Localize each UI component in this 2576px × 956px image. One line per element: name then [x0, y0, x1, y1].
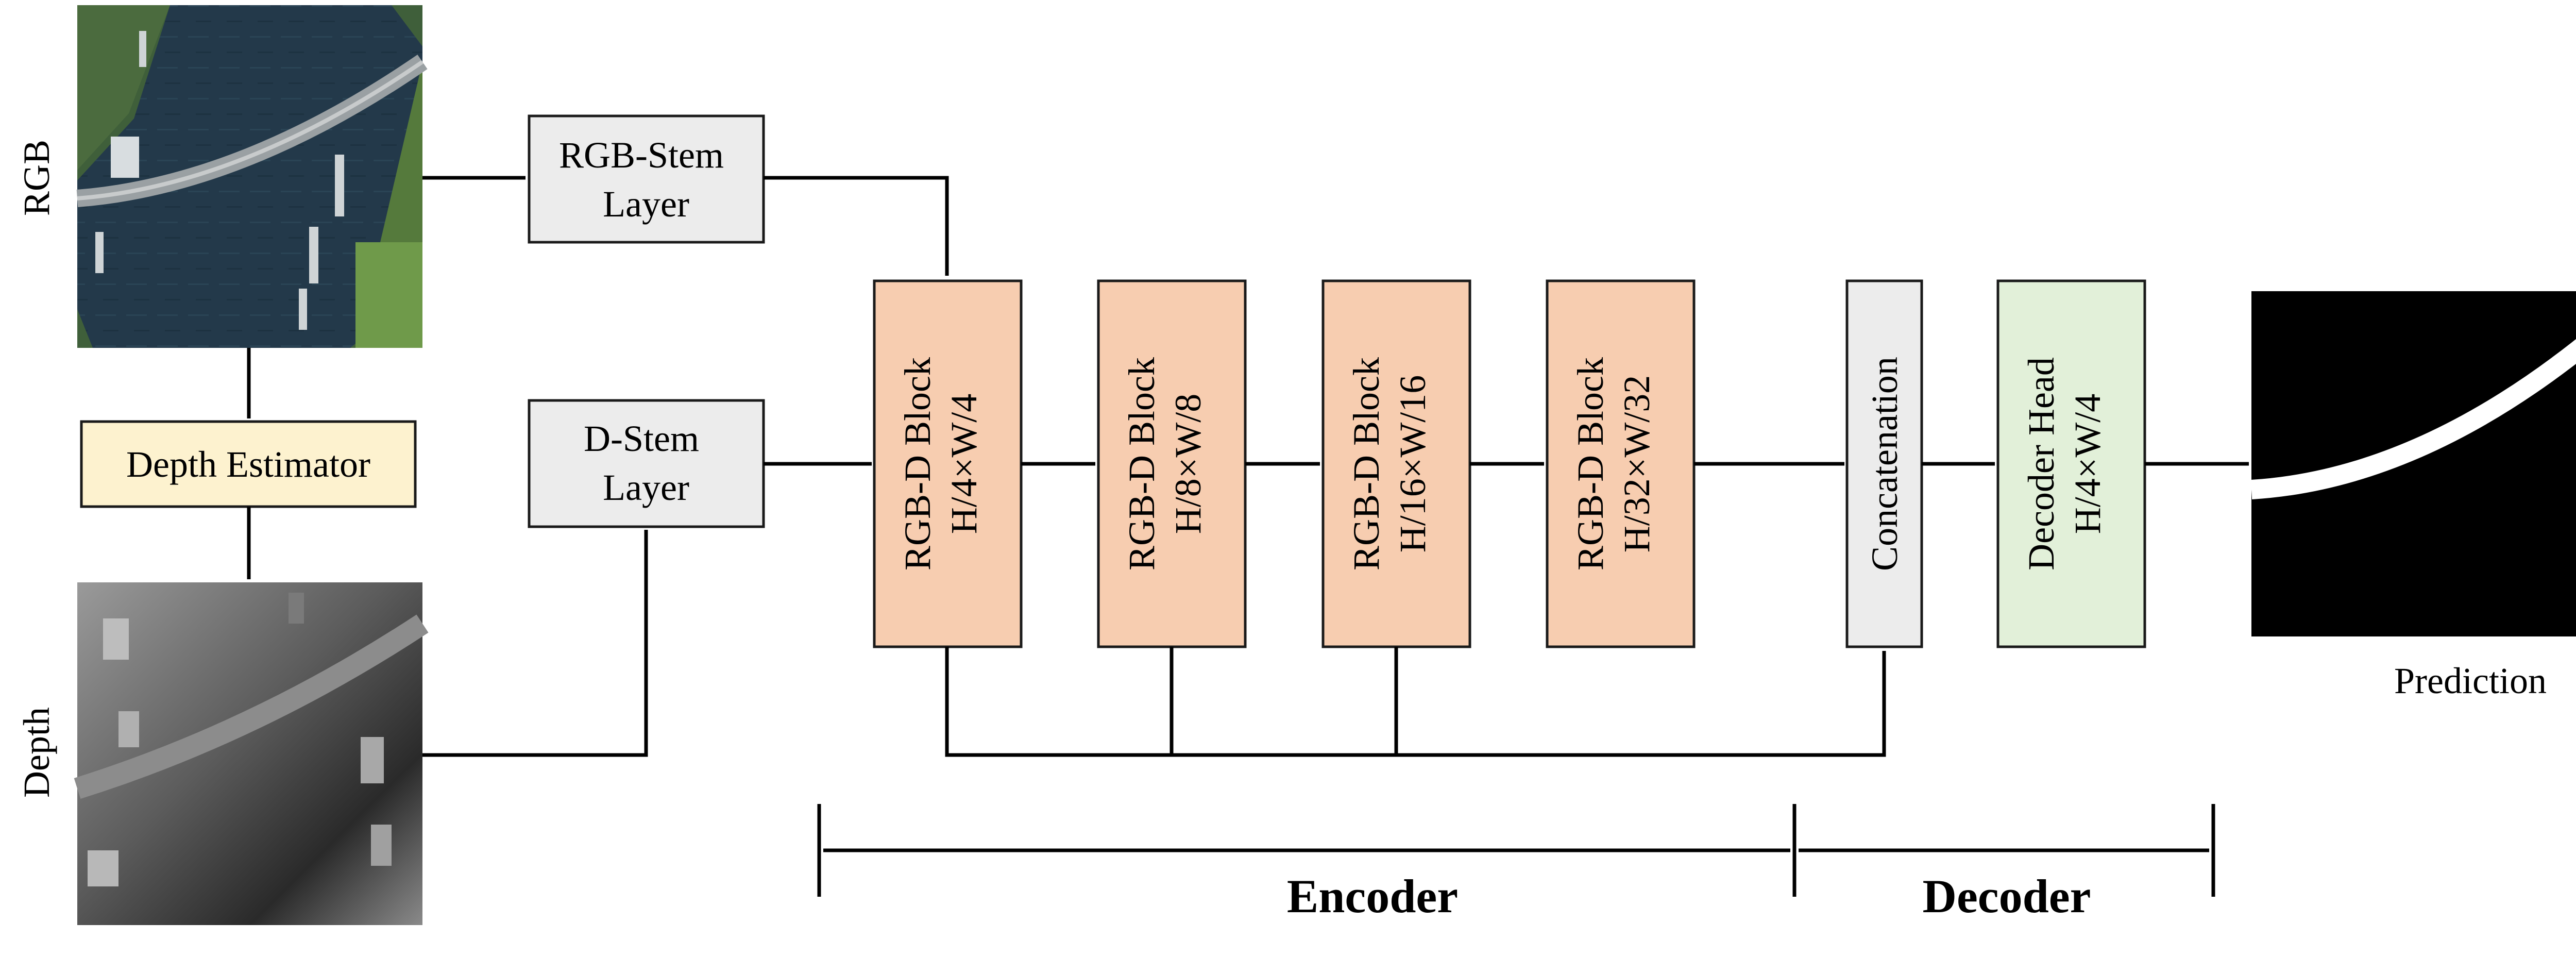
rgbd-block-2: RGB-D Block H/8×W/8: [1097, 279, 1247, 648]
depth-input-image: [74, 582, 429, 925]
concatenation-label: Concatenation: [1864, 357, 1905, 571]
rgbd-block-1-size: H/4×W/4: [943, 394, 985, 534]
rgbd-block-4: RGB-D Block H/32×W/32: [1546, 279, 1696, 648]
rgbd-block-3-size: H/16×W/16: [1392, 375, 1433, 553]
rgbd-block-4-title: RGB-D Block: [1570, 357, 1611, 571]
rgbd-block-4-size: H/32×W/32: [1616, 375, 1657, 553]
rgbd-block-3-title: RGB-D Block: [1346, 357, 1387, 571]
prediction-label: Prediction: [2394, 660, 2547, 701]
rgb-side-label: RGB: [16, 140, 57, 216]
rgbd-block-2-size: H/8×W/8: [1167, 394, 1209, 534]
depth-estimator-label: Depth Estimator: [126, 444, 370, 485]
encoder-decoder-brackets: [817, 804, 2215, 897]
decoder-head-size: H/4×W/4: [2067, 394, 2108, 534]
decoder-label: Decoder: [1923, 870, 2091, 923]
rgb-stem-box: [528, 114, 765, 244]
rgb-input-image: [76, 5, 428, 348]
prediction-image: [2250, 291, 2576, 636]
rgb-stem-label: RGB-Stem Layer: [559, 135, 733, 225]
encoder-label: Encoder: [1287, 870, 1458, 923]
depth-side-label: Depth: [16, 707, 57, 798]
rgbd-block-1-title: RGB-D Block: [897, 357, 938, 571]
decoder-head-title: Decoder Head: [2021, 357, 2062, 571]
depth-stem-box: [528, 399, 765, 528]
concatenation-box: [1845, 279, 1923, 648]
decoder-head: Decoder Head H/4×W/4: [1996, 279, 2146, 648]
rgbd-block-2-title: RGB-D Block: [1121, 357, 1162, 571]
rgbd-block-3: RGB-D Block H/16×W/16: [1321, 279, 1471, 648]
depth-stem-label: D-Stem Layer: [584, 418, 708, 508]
rgbd-block-1: RGB-D Block H/4×W/4: [873, 279, 1023, 648]
